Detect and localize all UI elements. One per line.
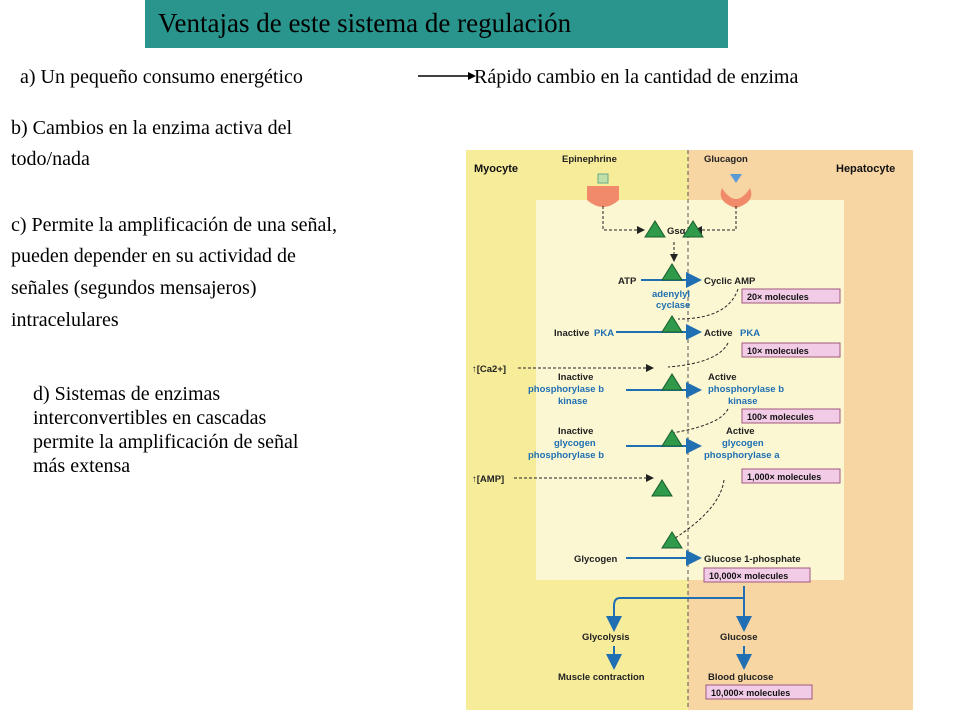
point-b-line-1: b) Cambios en la enzima activa del: [11, 113, 292, 144]
glycolysis-label: Glycolysis: [582, 632, 630, 643]
glucose-label: Glucose: [720, 632, 758, 643]
molecules-10000b-text: 10,000× molecules: [711, 688, 790, 698]
kinase-label-2: kinase: [728, 396, 758, 407]
pka-label-2: PKA: [740, 328, 760, 339]
point-c-line-4: intracelulares: [11, 305, 119, 336]
inactive-label-2: Inactive: [558, 426, 593, 437]
kinase-label-1: kinase: [558, 396, 588, 407]
glucose-1-phosphate-label: Glucose 1-phosphate: [704, 554, 801, 565]
glycogen-label: Glycogen: [574, 554, 617, 565]
point-d-line-2: interconvertibles en cascadas: [33, 406, 298, 430]
active-pka-label: Active: [704, 328, 733, 339]
cyclase-label: cyclase: [656, 300, 690, 311]
molecules-100-text: 100× molecules: [747, 412, 814, 422]
molecules-1000-text: 1,000× molecules: [747, 472, 821, 482]
amp-label: ↑[AMP]: [472, 474, 504, 485]
page-title: Ventajas de este sistema de regulación: [158, 8, 571, 39]
myocyte-label: Myocyte: [474, 163, 518, 175]
cyclic-amp-label: Cyclic AMP: [704, 276, 756, 287]
phosphorylase-b-label-2: phosphorylase b: [708, 384, 784, 395]
glucagon-label: Glucagon: [704, 154, 748, 165]
muscle-contraction-label: Muscle contraction: [558, 672, 645, 683]
point-d-line-1: d) Sistemas de enzimas: [33, 382, 298, 406]
molecules-20-text: 20× molecules: [747, 292, 809, 302]
point-b-line-2: todo/nada: [11, 144, 90, 175]
point-a-text: a) Un pequeño consumo energético: [20, 66, 303, 89]
inactive-label-1: Inactive: [558, 372, 593, 383]
point-d-line-4: más extensa: [33, 454, 298, 478]
blood-glucose-label: Blood glucose: [708, 672, 773, 683]
phosphorylase-b-label-3: phosphorylase b: [528, 450, 604, 461]
hepatocyte-label: Hepatocyte: [836, 163, 895, 175]
point-d: d) Sistemas de enzimas interconvertibles…: [33, 382, 298, 478]
glycogen-word-label-1: glycogen: [554, 438, 596, 449]
arrow-icon: [416, 66, 476, 86]
adenylyl-label: adenylyl: [652, 289, 690, 300]
gs-alpha-label: Gsα: [667, 226, 686, 237]
epinephrine-label: Epinephrine: [562, 154, 617, 165]
calcium-label: ↑[Ca2+]: [472, 364, 506, 375]
title-bar: Ventajas de este sistema de regulación: [145, 0, 728, 48]
point-a-result: Rápido cambio en la cantidad de enzima: [474, 66, 798, 89]
molecules-10000-text: 10,000× molecules: [709, 571, 788, 581]
point-d-line-3: permite la amplificación de señal: [33, 430, 298, 454]
active-label-2: Active: [726, 426, 755, 437]
phosphorylase-b-label-1: phosphorylase b: [528, 384, 604, 395]
molecules-10-text: 10× molecules: [747, 346, 809, 356]
point-c-line-1: c) Permite la amplificación de una señal…: [11, 210, 337, 241]
glycogen-word-label-2: glycogen: [722, 438, 764, 449]
inactive-pka-label: Inactive: [554, 328, 589, 339]
epinephrine-ligand-icon: [598, 174, 608, 183]
point-c-line-3: señales (segundos mensajeros): [11, 273, 257, 304]
atp-label: ATP: [618, 276, 637, 287]
point-c-line-2: pueden depender en su actividad de: [11, 241, 296, 272]
pka-label-1: PKA: [594, 328, 614, 339]
phosphorylase-a-label: phosphorylase a: [704, 450, 780, 461]
active-label-1: Active: [708, 372, 737, 383]
signaling-cascade-figure: Myocyte Hepatocyte Epinephrine Glucagon …: [466, 150, 913, 710]
